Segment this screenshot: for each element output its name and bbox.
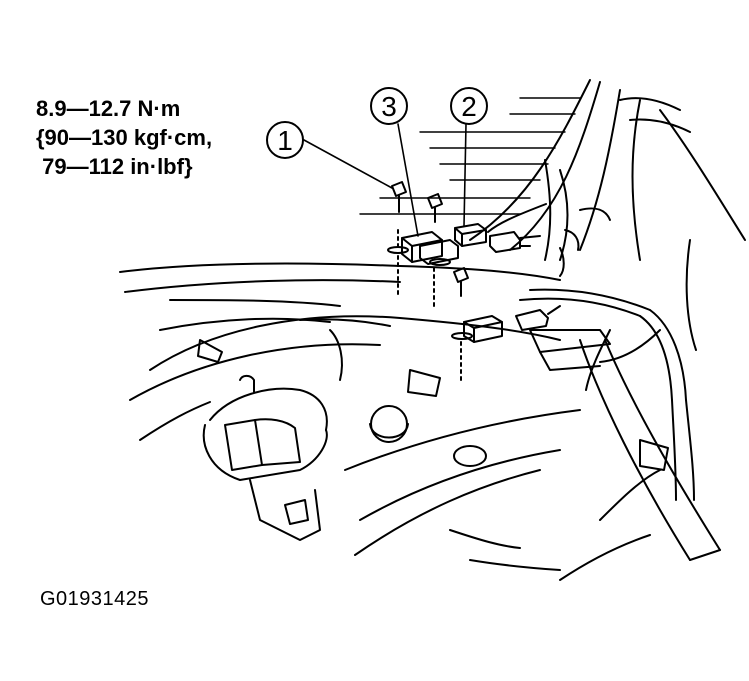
sensor-module-lower [451,305,561,343]
torque-line-inlbf: 79—112 in·lbf} [36,154,193,179]
bolt-1 [391,181,407,299]
torque-specification: 8.9—12.7 N·m {90—130 kgf·cm, 79—112 in·l… [36,94,212,181]
bolt-2 [427,193,443,307]
callout-circle-2 [450,87,488,125]
sensor-module-2 [419,223,487,266]
sensor-module-3 [387,231,443,263]
floor-panel [119,239,697,581]
bolt-3 [453,267,469,381]
torque-line-kgfcm: {90—130 kgf·cm, [36,125,213,150]
callout-label-3: 3 [381,91,397,122]
floor-holes [197,329,487,467]
callout-label-1: 1 [277,125,293,156]
seat-belt-webbing-right [529,329,721,561]
callout-circle-1 [266,121,304,159]
sensor-connector [487,203,547,253]
pillar-lines [469,79,746,277]
figure-id: G01931425 [40,588,150,610]
seat-belt-buckle-left [202,374,328,541]
callout-label-2: 2 [461,91,477,122]
hatch-shading [359,97,581,215]
torque-line-nm: 8.9—12.7 N·m [36,96,181,121]
callout-circle-3 [370,87,408,125]
callout-leaders [303,123,467,237]
